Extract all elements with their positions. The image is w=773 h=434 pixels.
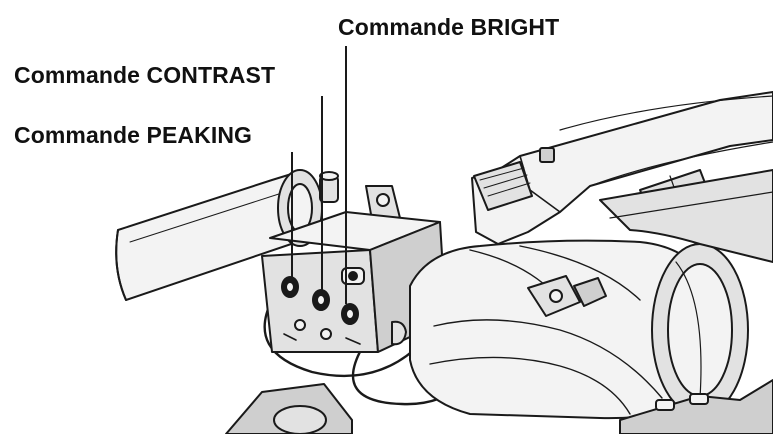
callout-peaking-label: Commande PEAKING [14,122,253,148]
cable-loop [263,298,416,378]
callout-contrast-label: Commande CONTRAST [14,62,276,88]
callout-bright-label: Commande BRIGHT [338,14,560,40]
bright-dial [341,303,359,325]
contrast-dial [312,289,330,311]
peaking-dial [281,276,299,298]
